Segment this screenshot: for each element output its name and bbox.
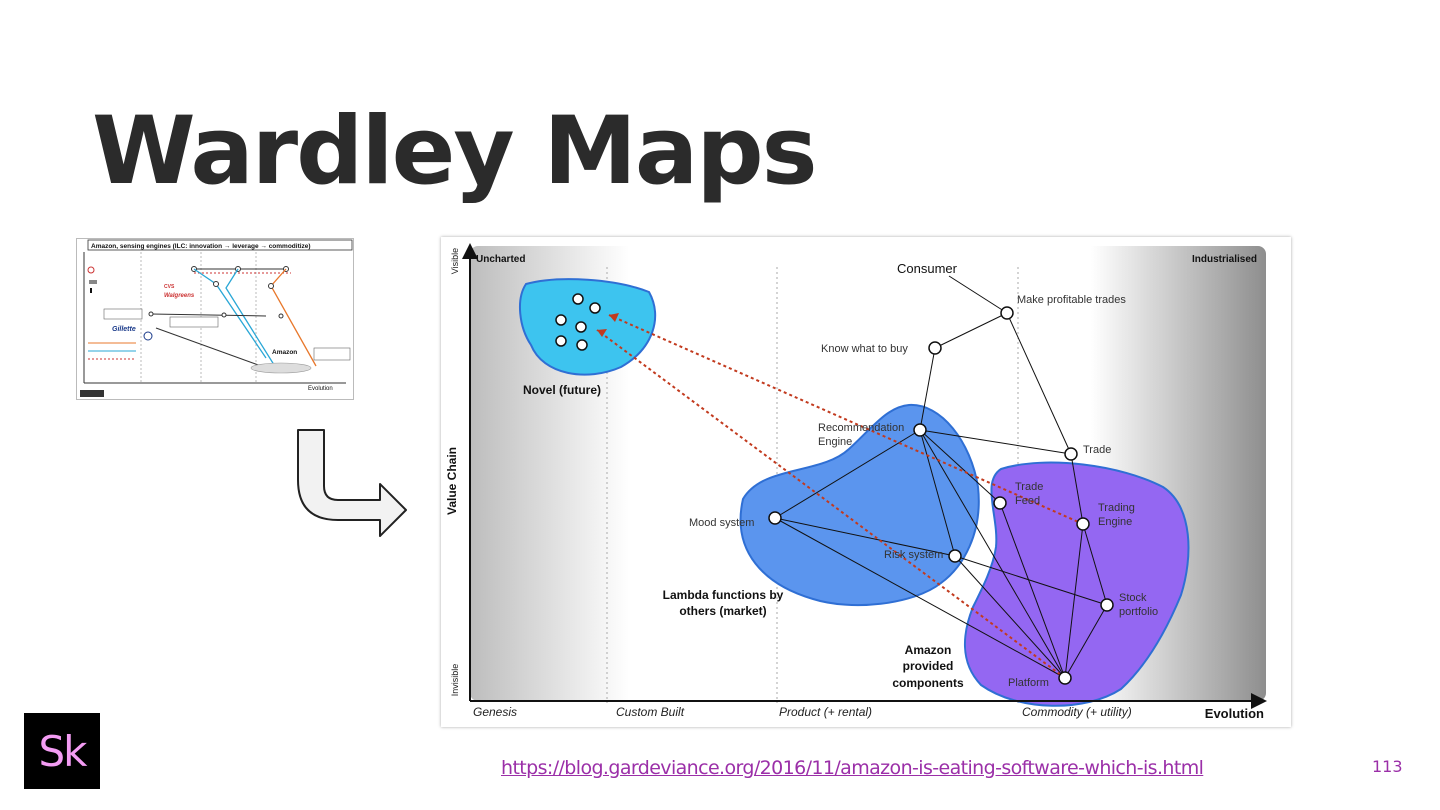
label-lambda-1: Lambda functions by [663, 588, 784, 602]
label-trade-feed-1: Trade [1015, 481, 1043, 493]
label-mood-system: Mood system [689, 517, 754, 529]
label-recommendation-engine-2: Engine [818, 436, 852, 448]
label-stock-portfolio-1: Stock [1119, 592, 1147, 604]
node-trading-engine [1076, 517, 1090, 531]
label-trade-feed-2: Feed [1015, 495, 1040, 507]
label-trading-engine-2: Engine [1098, 516, 1132, 528]
thumbnail-header: Amazon, sensing engines (ILC: innovation… [91, 243, 311, 250]
node-recommendation-engine [913, 423, 927, 437]
wardley-map: Value Chain Visible Invisible Evolution … [441, 237, 1291, 727]
label-trading-engine-1: Trading [1098, 502, 1135, 514]
node-trade [1064, 447, 1078, 461]
svg-text:CVS: CVS [164, 284, 175, 290]
corner-industrialised-label: Industrialised [1192, 254, 1257, 265]
slide-title: Wardley Maps [92, 97, 818, 206]
label-know-what-to-buy: Know what to buy [821, 343, 908, 355]
label-amazon-1: Amazon [905, 643, 952, 657]
label-novel-future: Novel (future) [523, 383, 601, 397]
label-make-profitable-trades: Make profitable trades [1017, 294, 1126, 306]
corner-uncharted-label: Uncharted [476, 254, 525, 265]
thumbnail-gillette-label: Gillette [112, 326, 136, 333]
node-know-what-to-buy [928, 341, 942, 355]
label-amazon-2: provided [903, 659, 954, 673]
bent-arrow-icon [292, 426, 410, 540]
thumbnail-amazon-label: Amazon [272, 349, 297, 356]
label-lambda-2: others (market) [679, 604, 766, 618]
node-risk-system [948, 549, 962, 563]
value-chain-links [774, 275, 1108, 679]
label-amazon-3: components [892, 676, 964, 690]
sk-logo: Sk [24, 713, 100, 789]
label-trade: Trade [1083, 444, 1111, 456]
node-stock-portfolio [1100, 598, 1114, 612]
label-recommendation-engine-1: Recommendation [818, 422, 904, 434]
label-stock-portfolio-2: portfolio [1119, 606, 1158, 618]
thumbnail-walgreens-label: Walgreens [164, 293, 195, 299]
node-platform [1058, 671, 1072, 685]
label-risk-system: Risk system [884, 549, 943, 561]
stage-custom-built: Custom Built [616, 705, 685, 719]
thumbnail-map-image: Amazon, sensing engines (ILC: innovation… [76, 238, 354, 400]
label-platform: Platform [1008, 677, 1049, 689]
y-axis-bottom-label: Invisible [450, 664, 460, 697]
novel-component-nodes [555, 293, 601, 351]
evolution-flow-lines [596, 313, 1084, 679]
stage-genesis: Genesis [473, 705, 517, 719]
stage-product: Product (+ rental) [779, 705, 872, 719]
novel-future-region [519, 278, 657, 376]
thumbnail-evolution-label: Evolution [308, 386, 333, 392]
y-axis-label: Value Chain [445, 447, 459, 515]
x-axis-label: Evolution [1205, 706, 1264, 721]
y-axis-top-label: Visible [450, 248, 460, 274]
source-link[interactable]: https://blog.gardeviance.org/2016/11/ama… [501, 757, 1204, 779]
label-consumer: Consumer [897, 261, 958, 276]
node-trade-feed [993, 496, 1007, 510]
stage-commodity: Commodity (+ utility) [1022, 705, 1132, 719]
lambda-functions-region [739, 403, 980, 607]
node-mood-system [768, 511, 782, 525]
node-make-profitable-trades [1000, 306, 1014, 320]
page-number: 113 [1372, 757, 1403, 776]
